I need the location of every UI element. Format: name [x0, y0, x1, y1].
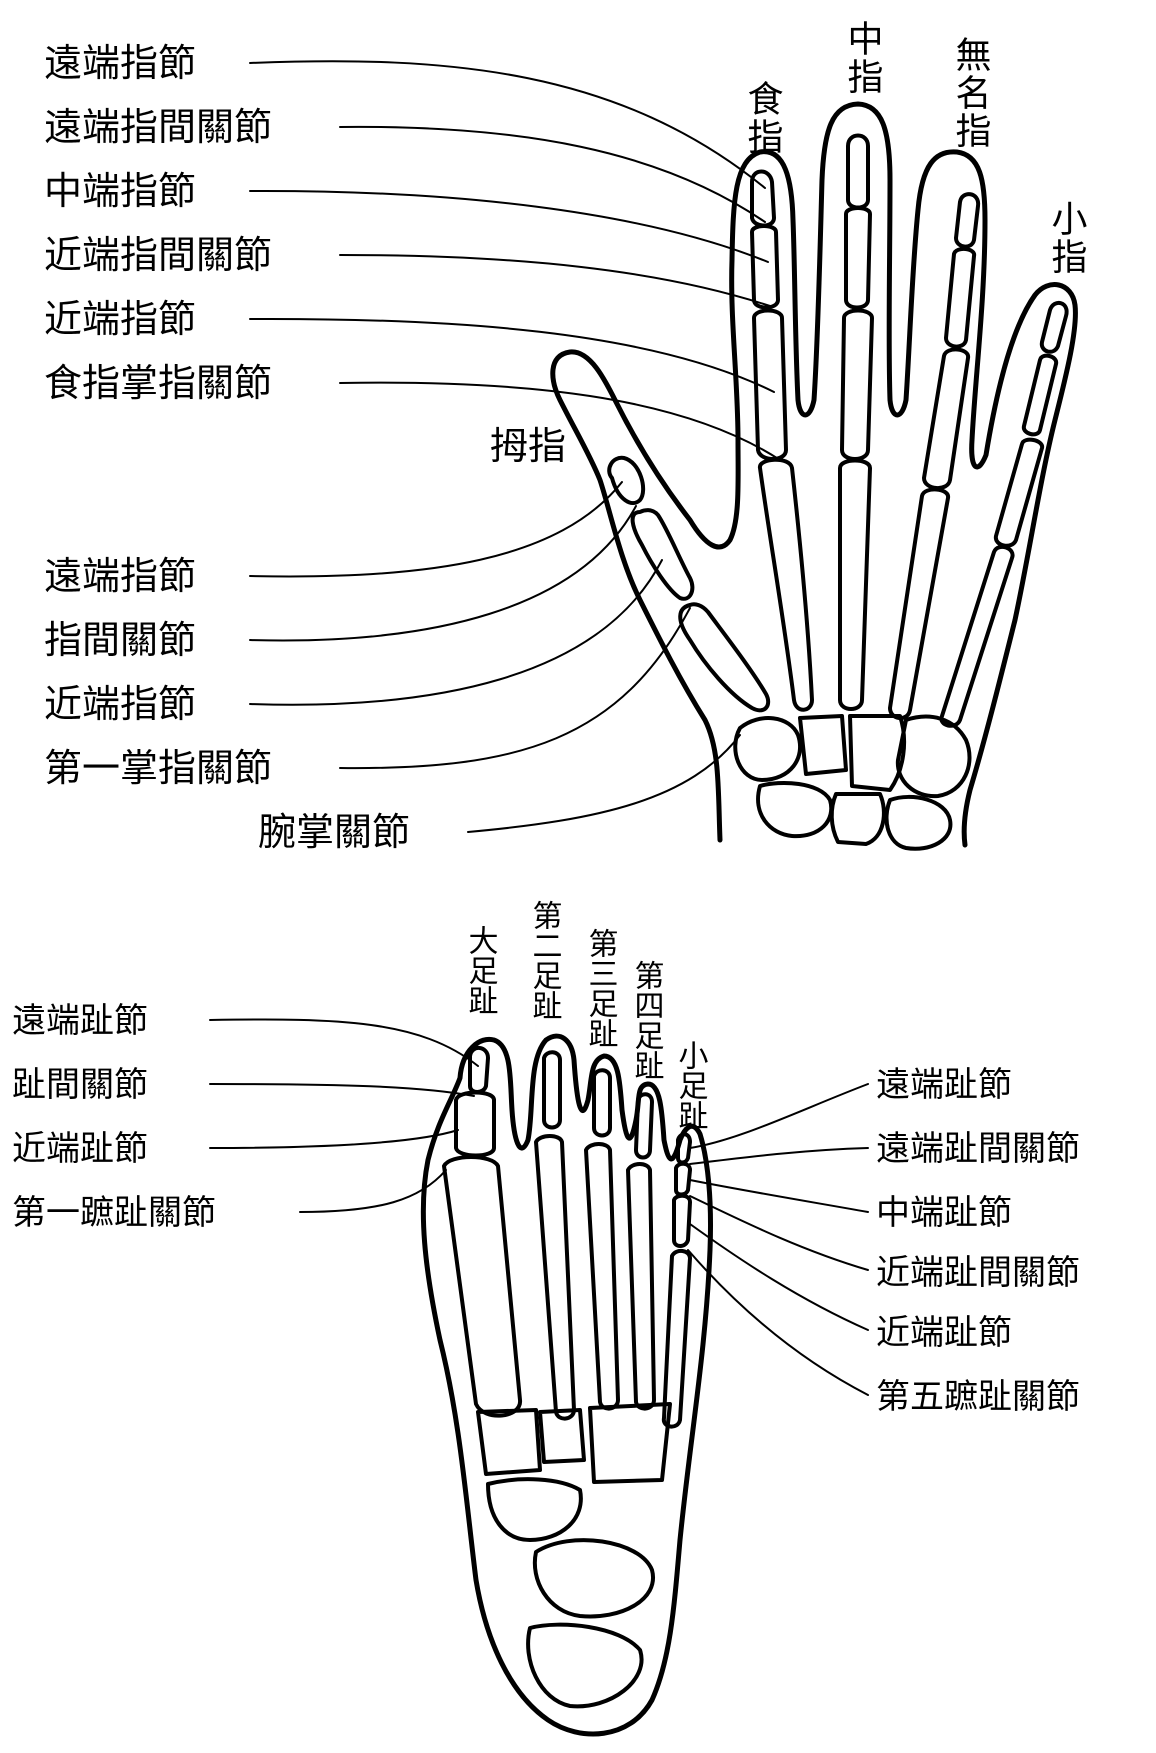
- ring-metacarpal-bone: [890, 489, 948, 718]
- little-toe-metatarsal-bone: [664, 1251, 690, 1427]
- label-thumb-ip-joint: 指間關節: [44, 618, 196, 662]
- thumb-distal-bone: [609, 458, 643, 503]
- label-little-finger: 小指: [1046, 200, 1087, 276]
- label-second-toe: 第二足趾: [527, 900, 562, 1020]
- leader-line: [690, 1148, 868, 1164]
- tarsal-navicular: [488, 1479, 581, 1540]
- label-big-toe-proximal-phalanx: 近端趾節: [12, 1129, 148, 1169]
- foot-labels: 遠端趾節 趾間關節 近端趾節 第一蹠趾關節 遠端趾節 遠端趾間關節 中端趾節 近…: [12, 900, 1080, 1417]
- fourth-toe-bones: [636, 1094, 652, 1157]
- tarsal-calcaneus: [528, 1625, 641, 1707]
- tarsal-cuboid: [590, 1404, 670, 1482]
- leader-line: [468, 735, 740, 832]
- middle-proximal-bone: [842, 311, 872, 460]
- leader-line: [340, 608, 690, 768]
- leader-line: [688, 1250, 868, 1395]
- big-toe-distal-bone: [470, 1048, 488, 1092]
- tarsal-talus: [535, 1540, 653, 1616]
- carpal-scaphoid: [758, 783, 831, 836]
- index-metacarpal-bone: [760, 460, 812, 710]
- big-toe-metatarsal-bone: [444, 1157, 520, 1416]
- little-middle-bone: [1024, 356, 1056, 435]
- middle-metacarpal-bone: [840, 461, 870, 710]
- carpal-lunate: [832, 794, 884, 844]
- label-fourth-toe: 第四足趾: [629, 960, 664, 1080]
- leader-line: [210, 1084, 474, 1096]
- little-toe-middle-bone: [676, 1164, 690, 1195]
- label-index-middle-phalanx: 中端指節: [44, 169, 196, 213]
- middle-middle-bone: [846, 208, 870, 308]
- leader-line: [250, 560, 662, 705]
- third-toe-metatarsal-bone: [586, 1144, 618, 1409]
- little-metacarpal-bone: [941, 547, 1012, 726]
- label-little-toe-pip-joint: 近端趾間關節: [876, 1253, 1080, 1293]
- carpal-capitate: [850, 716, 904, 790]
- label-little-toe-proximal-phalanx: 近端趾節: [876, 1313, 1012, 1353]
- leader-line: [690, 1180, 868, 1212]
- carpal-hamate: [898, 717, 970, 797]
- carpal-trapezoid: [800, 716, 846, 774]
- leader-line: [210, 1130, 458, 1148]
- ring-distal-bone: [956, 194, 978, 246]
- label-index-distal-phalanx: 遠端指節: [44, 41, 196, 85]
- hand-outline: [553, 104, 1076, 845]
- tarsal-cuneiform-medial: [478, 1410, 540, 1474]
- label-thumb-distal-phalanx: 遠端指節: [44, 554, 196, 598]
- label-little-toe-distal-phalanx: 遠端趾節: [876, 1065, 1012, 1105]
- leader-line: [250, 482, 622, 576]
- label-index-pip-joint: 近端指間關節: [44, 233, 272, 277]
- big-toe-proximal-bone: [456, 1093, 494, 1156]
- label-little-toe-mtp-joint: 第五蹠趾關節: [876, 1377, 1080, 1417]
- little-distal-bone: [1042, 303, 1067, 352]
- label-thumb-mcp-joint: 第一掌指關節: [44, 746, 272, 790]
- ring-middle-bone: [946, 249, 974, 347]
- label-index-dip-joint: 遠端指間關節: [44, 105, 272, 149]
- leader-line: [250, 61, 765, 188]
- label-little-toe-middle-phalanx: 中端趾節: [876, 1193, 1012, 1233]
- index-middle-bone: [752, 226, 778, 308]
- leader-line: [250, 319, 774, 392]
- label-big-toe-mtp-joint: 第一蹠趾關節: [12, 1193, 216, 1233]
- little-proximal-bone: [996, 440, 1042, 546]
- label-big-toe-distal-phalanx: 遠端趾節: [12, 1001, 148, 1041]
- carpal-triquetrum: [887, 797, 951, 849]
- leader-line: [210, 1020, 478, 1066]
- leader-line: [340, 127, 765, 222]
- hand-illustration: [553, 104, 1076, 849]
- little-toe-proximal-bone: [674, 1196, 690, 1246]
- label-middle-finger: 中指: [842, 20, 883, 96]
- little-toe-distal-bone: [678, 1134, 690, 1162]
- fourth-toe-metatarsal-bone: [628, 1164, 654, 1409]
- leader-line: [690, 1224, 868, 1330]
- carpal-trapezium: [735, 718, 800, 780]
- second-toe-bones: [544, 1052, 560, 1127]
- label-big-toe: 大足趾: [463, 925, 498, 1015]
- label-third-toe: 第三足趾: [583, 928, 618, 1048]
- leader-line: [340, 255, 770, 306]
- label-index-finger: 食指: [742, 80, 783, 156]
- leader-line: [250, 506, 636, 640]
- leader-line: [250, 191, 768, 262]
- second-toe-metatarsal-bone: [536, 1136, 574, 1419]
- label-thumb: 拇指: [490, 424, 566, 468]
- ring-proximal-bone: [924, 349, 968, 488]
- third-toe-bones: [594, 1070, 610, 1135]
- label-big-toe-ip-joint: 趾間關節: [12, 1065, 148, 1105]
- foot-illustration: [423, 1036, 710, 1734]
- label-index-mcp-joint: 食指掌指關節: [44, 361, 272, 405]
- middle-distal-bone: [848, 136, 868, 208]
- label-thumb-proximal-phalanx: 近端指節: [44, 682, 196, 726]
- thumb-proximal-bone: [633, 510, 693, 599]
- label-ring-finger: 無名指: [950, 36, 991, 150]
- label-index-proximal-phalanx: 近端指節: [44, 297, 196, 341]
- leader-line: [690, 1084, 868, 1148]
- thumb-metacarpal-bone: [680, 604, 768, 710]
- label-little-toe-dip-joint: 遠端趾間關節: [876, 1129, 1080, 1169]
- label-little-toe: 小足趾: [673, 1040, 709, 1130]
- label-wrist-cmc-joint: 腕掌關節: [258, 810, 410, 854]
